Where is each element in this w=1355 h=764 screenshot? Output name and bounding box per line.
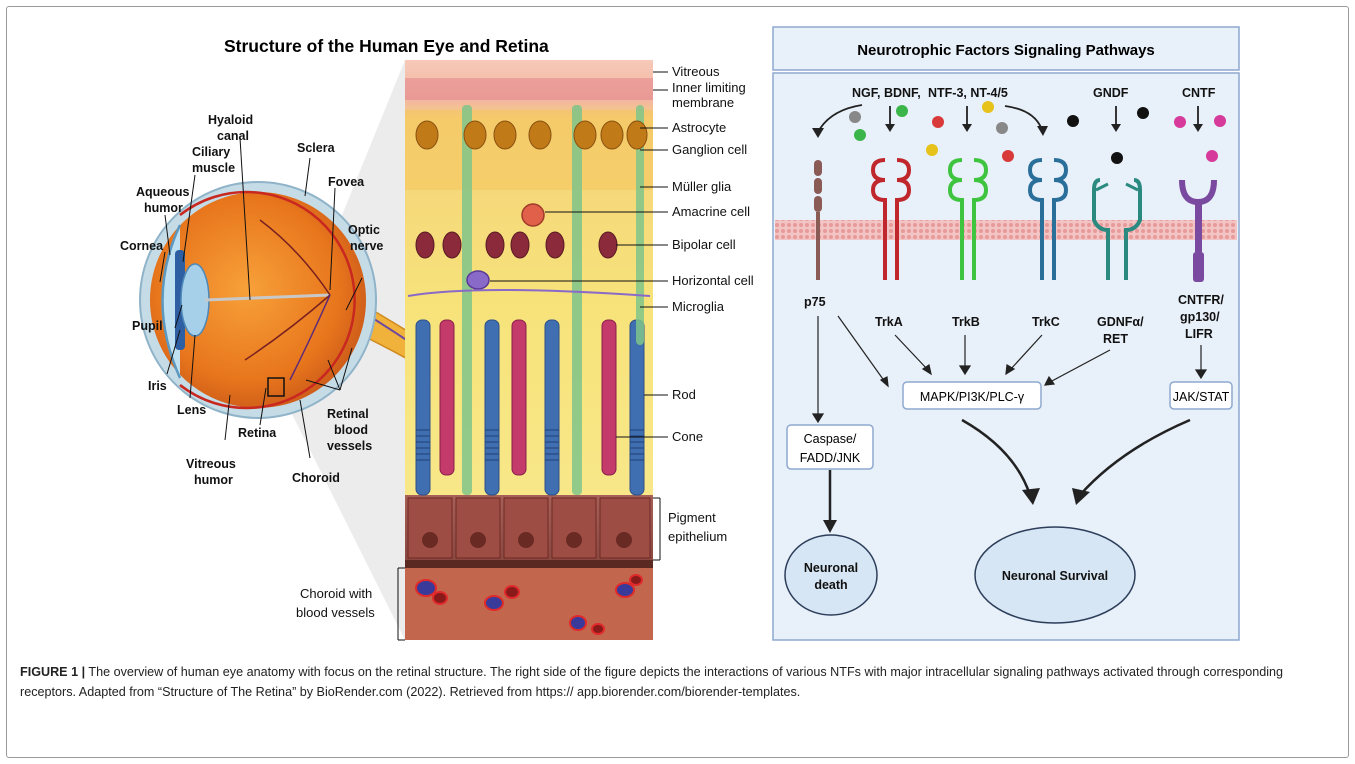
- eye-illustration: [140, 60, 430, 640]
- receptor-label-gdnf-2: RET: [1103, 332, 1128, 346]
- label-hyaloid-canal-2: canal: [217, 129, 249, 143]
- caspase-label-2: FADD/JNK: [800, 451, 861, 465]
- caption-label: FIGURE 1 |: [20, 665, 85, 679]
- receptor-label-gdnf-1: GDNFα/: [1097, 315, 1144, 329]
- survival-label: Neuronal Survival: [1002, 569, 1108, 583]
- label-fovea: Fovea: [328, 175, 365, 189]
- neuronal-death-node: [785, 535, 877, 615]
- label-pupil: Pupil: [132, 319, 163, 333]
- label-astrocyte: Astrocyte: [672, 120, 726, 135]
- receptor-label-p75: p75: [804, 295, 826, 309]
- label-retinal-vessels-1: Retinal: [327, 407, 369, 421]
- label-choroid-vessels-1: Choroid with: [300, 586, 372, 601]
- death-label-1: Neuronal: [804, 561, 858, 575]
- receptor-label-trka: TrkA: [875, 315, 903, 329]
- label-bipolar-cell: Bipolar cell: [672, 237, 736, 252]
- label-hyaloid-canal-1: Hyaloid: [208, 113, 253, 127]
- label-vitreous-humor-1: Vitreous: [186, 457, 236, 471]
- label-aqueous-humor-1: Aqueous: [136, 185, 190, 199]
- receptor-label-cntfr-1: CNTFR/: [1178, 293, 1224, 307]
- label-choroid-vessels-2: blood vessels: [296, 605, 375, 620]
- caspase-label-1: Caspase/: [804, 432, 857, 446]
- mapk-label: MAPK/PI3K/PLC-γ: [920, 390, 1025, 404]
- label-optic-nerve-1: Optic: [348, 223, 380, 237]
- receptor-label-cntfr-2: gp130/: [1180, 310, 1220, 324]
- label-aqueous-humor-2: humor: [144, 201, 183, 215]
- death-label-2: death: [814, 578, 847, 592]
- left-panel-title: Structure of the Human Eye and Retina: [224, 36, 549, 56]
- label-ilm-2: membrane: [672, 95, 734, 110]
- label-microglia: Microglia: [672, 299, 725, 314]
- receptor-label-trkb: TrkB: [952, 315, 980, 329]
- label-rod: Rod: [672, 387, 696, 402]
- label-retinal-vessels-3: vessels: [327, 439, 372, 453]
- receptor-label-cntfr-3: LIFR: [1185, 327, 1213, 341]
- label-retinal-vessels-2: blood: [334, 423, 368, 437]
- label-vitreous: Vitreous: [672, 64, 720, 79]
- ligand-ngf-bdnf: NGF, BDNF,: [852, 86, 921, 100]
- ligand-gndf: GNDF: [1093, 86, 1129, 100]
- label-optic-nerve-2: nerve: [350, 239, 383, 253]
- label-vitreous-humor-2: humor: [194, 473, 233, 487]
- label-ilm-1: Inner limiting: [672, 80, 746, 95]
- label-lens: Lens: [177, 403, 206, 417]
- label-cornea: Cornea: [120, 239, 164, 253]
- retina-cross-section: [405, 60, 653, 640]
- label-sclera: Sclera: [297, 141, 336, 155]
- label-cone: Cone: [672, 429, 703, 444]
- label-retina: Retina: [238, 426, 277, 440]
- label-ciliary-muscle-2: muscle: [192, 161, 235, 175]
- ligand-cntf: CNTF: [1182, 86, 1216, 100]
- label-ciliary-muscle-1: Ciliary: [192, 145, 230, 159]
- label-iris: Iris: [148, 379, 167, 393]
- label-ganglion-cell: Ganglion cell: [672, 142, 747, 157]
- cell-membrane: [775, 220, 1237, 240]
- caption-text: The overview of human eye anatomy with f…: [20, 665, 1283, 699]
- receptor-label-trkc: TrkC: [1032, 315, 1060, 329]
- label-pigment-1: Pigment: [668, 510, 716, 525]
- figure-caption: FIGURE 1 | The overview of human eye ana…: [20, 662, 1335, 702]
- label-horizontal-cell: Horizontal cell: [672, 273, 754, 288]
- label-choroid: Choroid: [292, 471, 340, 485]
- jak-stat-label: JAK/STAT: [1173, 390, 1230, 404]
- label-amacrine-cell: Amacrine cell: [672, 204, 750, 219]
- ligand-ntf3: NTF-3, NT-4/5: [928, 86, 1008, 100]
- right-panel-title: Neurotrophic Factors Signaling Pathways: [857, 42, 1155, 59]
- label-pigment-2: epithelium: [668, 529, 727, 544]
- label-muller-glia: Müller glia: [672, 179, 732, 194]
